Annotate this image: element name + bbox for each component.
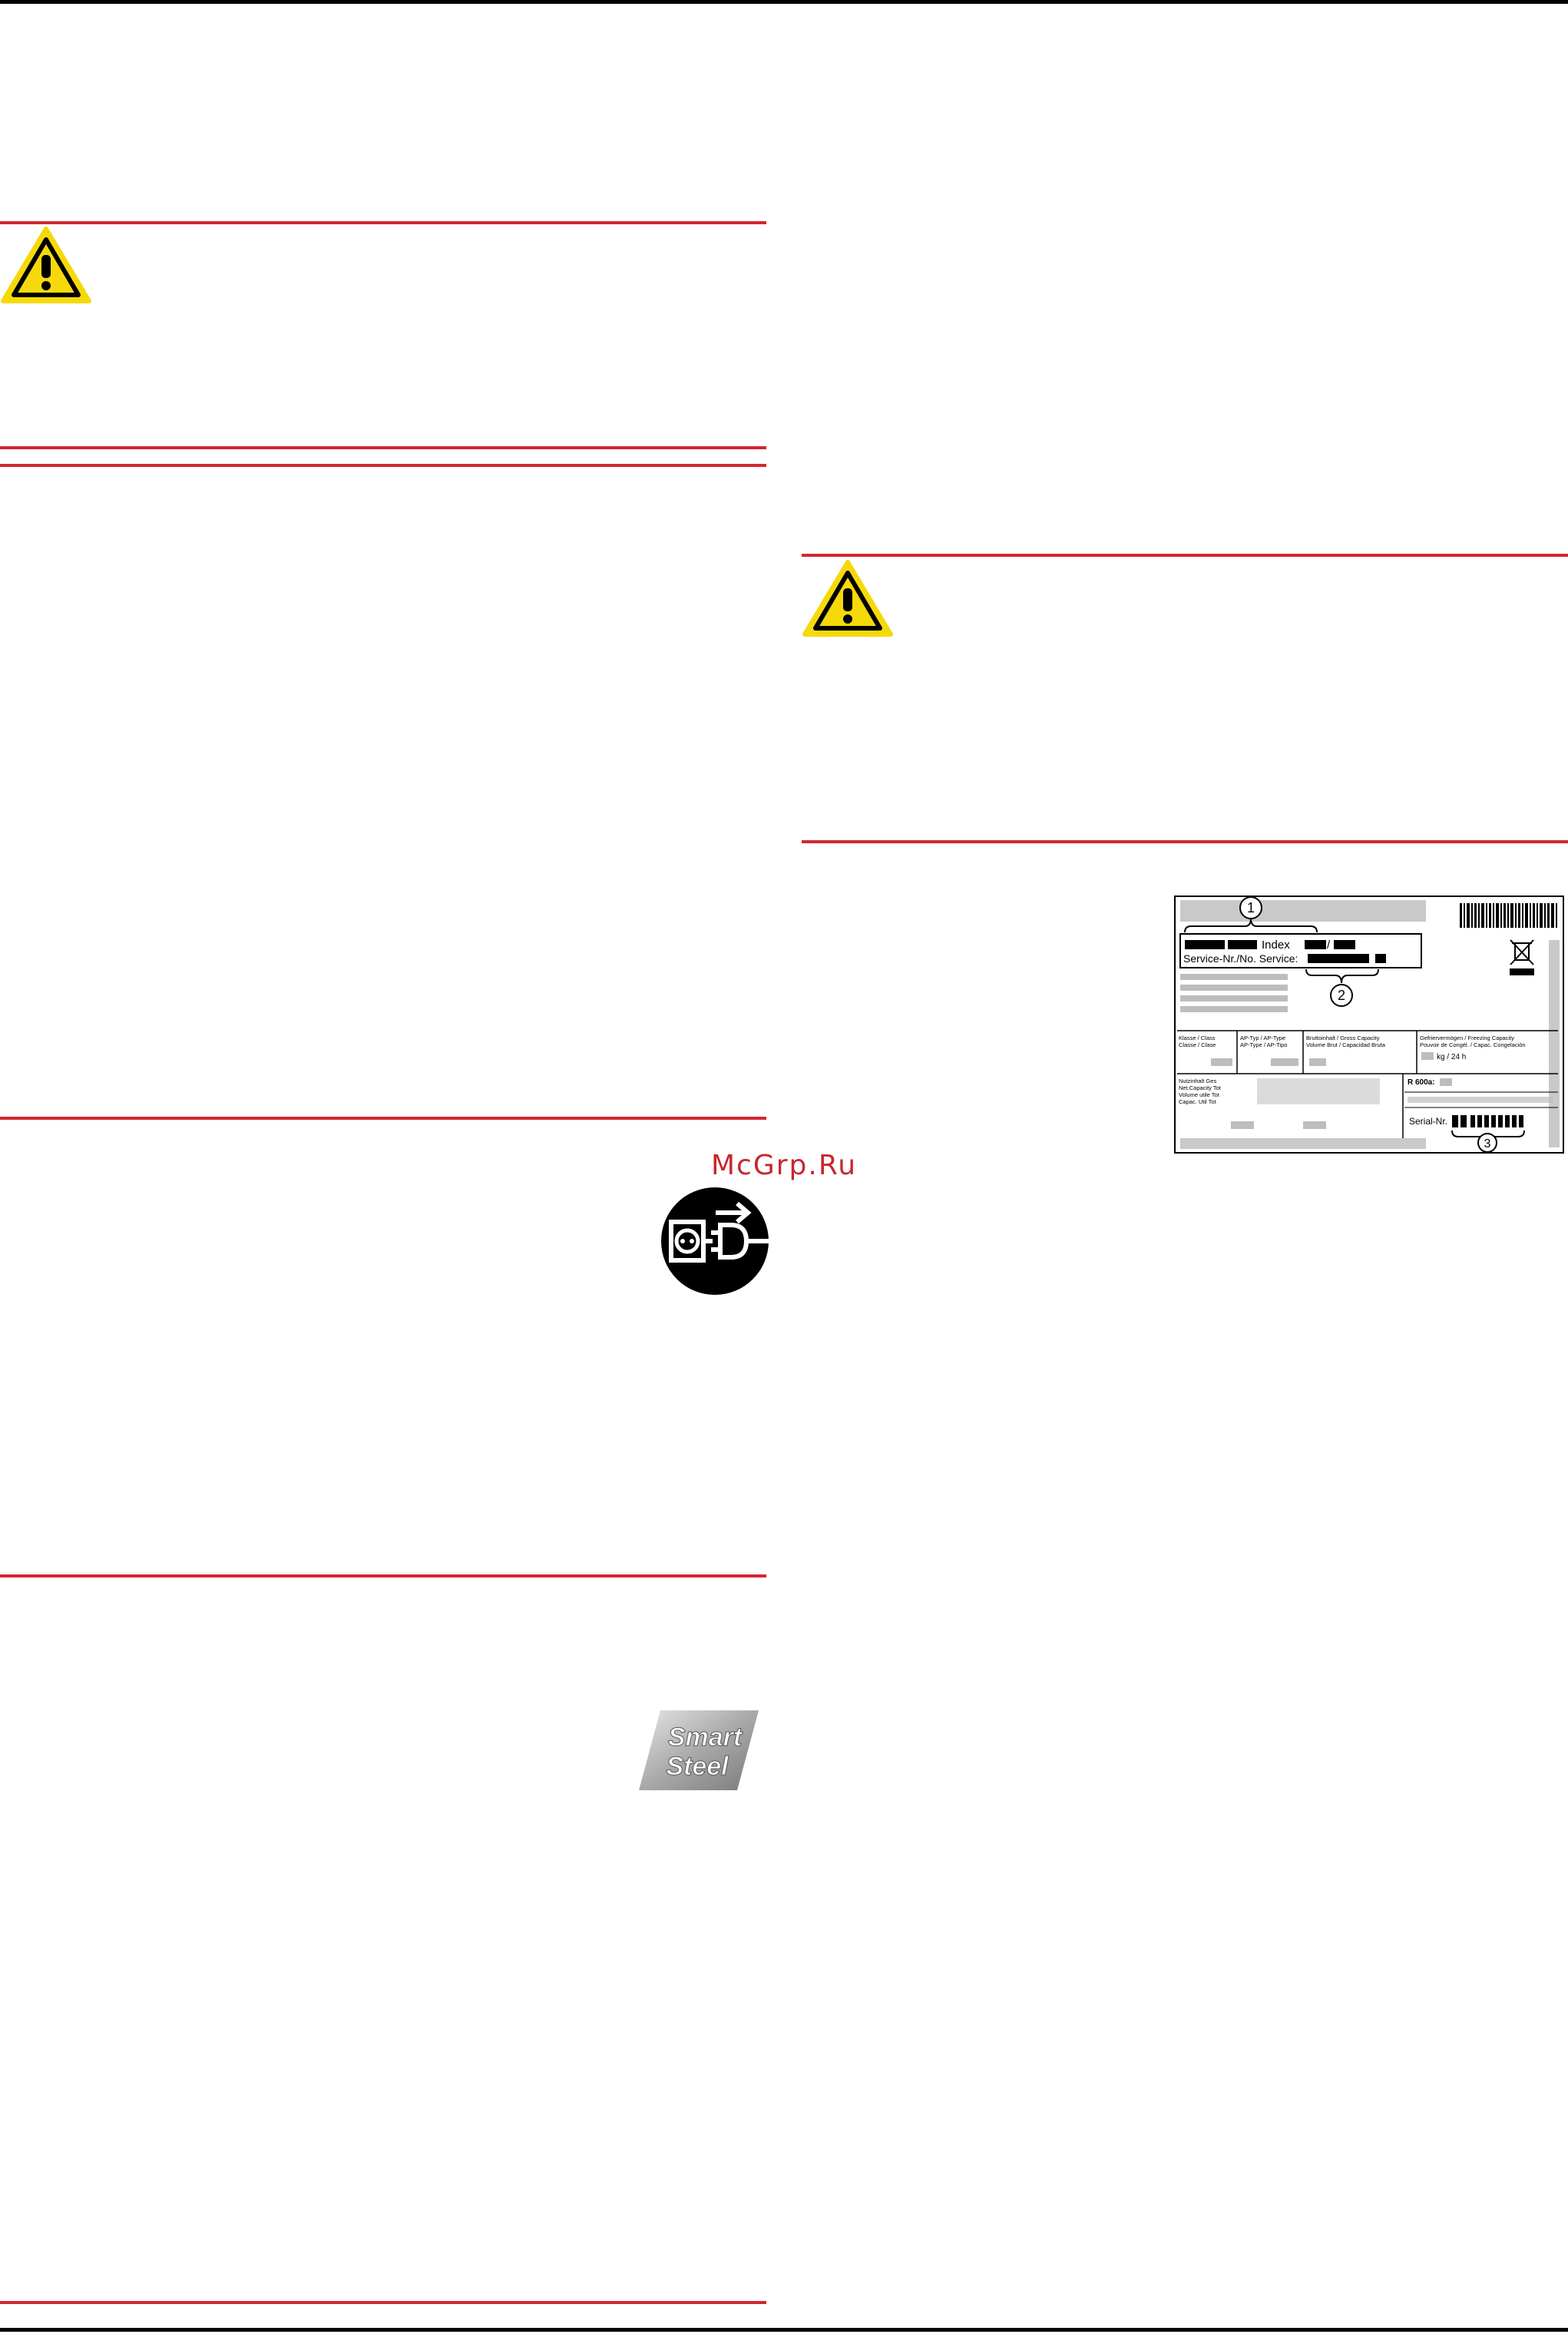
serial-label: Serial-Nr. <box>1409 1116 1447 1127</box>
section-divider <box>0 464 766 467</box>
callout-brace <box>1305 968 1379 984</box>
warning-triangle-icon <box>802 560 893 637</box>
grey-band <box>1180 1138 1426 1149</box>
weee-bin-icon <box>1510 939 1534 975</box>
section-divider <box>802 554 1568 557</box>
net-row: Capac. Util Tot <box>1179 1098 1217 1105</box>
section-divider <box>0 1117 766 1120</box>
callout-circle-3 <box>1477 1133 1497 1153</box>
refrigerant-label: R 600a: <box>1408 1078 1435 1087</box>
watermark: McGrp.Ru <box>711 1150 858 1181</box>
grey-placeholder-text <box>1180 974 1288 1012</box>
smartsteel-line-1: Smart <box>668 1723 743 1752</box>
service-label: Service-Nr./No. Service: <box>1183 952 1298 965</box>
unplug-mains-icon <box>661 1187 769 1295</box>
serial-placeholder-blocks <box>1452 1115 1523 1127</box>
smartsteel-logo: Smart Steel <box>639 1710 759 1790</box>
freezing-unit: kg / 24 h <box>1437 1053 1466 1061</box>
page-bottom-border <box>0 2328 1568 2332</box>
section-divider <box>0 2301 766 2304</box>
callout-number: 3 <box>1484 1137 1491 1150</box>
section-divider <box>802 840 1568 843</box>
net-row: Nutzinhalt Ges <box>1179 1078 1216 1084</box>
callout-circle-1 <box>1239 896 1262 919</box>
index-label: Index <box>1262 939 1290 952</box>
callout-number: 2 <box>1338 988 1345 1003</box>
grey-band <box>1180 900 1426 922</box>
net-row: Volume utile Tot <box>1179 1091 1220 1098</box>
grey-strip <box>1549 940 1560 1147</box>
callout-circle-2 <box>1330 984 1353 1007</box>
callout-number: 1 <box>1247 900 1255 915</box>
section-divider <box>0 1574 766 1578</box>
warning-triangle-icon <box>1 227 91 303</box>
page-top-border <box>0 0 1568 4</box>
smartsteel-line-2: Steel <box>666 1752 729 1781</box>
net-row: Net.Capacity Tot <box>1179 1084 1222 1091</box>
section-divider <box>0 446 766 449</box>
placeholder-blocks <box>1185 940 1386 963</box>
section-divider <box>0 221 766 224</box>
barcode <box>1460 903 1557 928</box>
rating-plate-figure: Index / Service-Nr./No. Service: 1 2 Kla… <box>1174 896 1564 1154</box>
slash-text: / <box>1327 939 1331 952</box>
